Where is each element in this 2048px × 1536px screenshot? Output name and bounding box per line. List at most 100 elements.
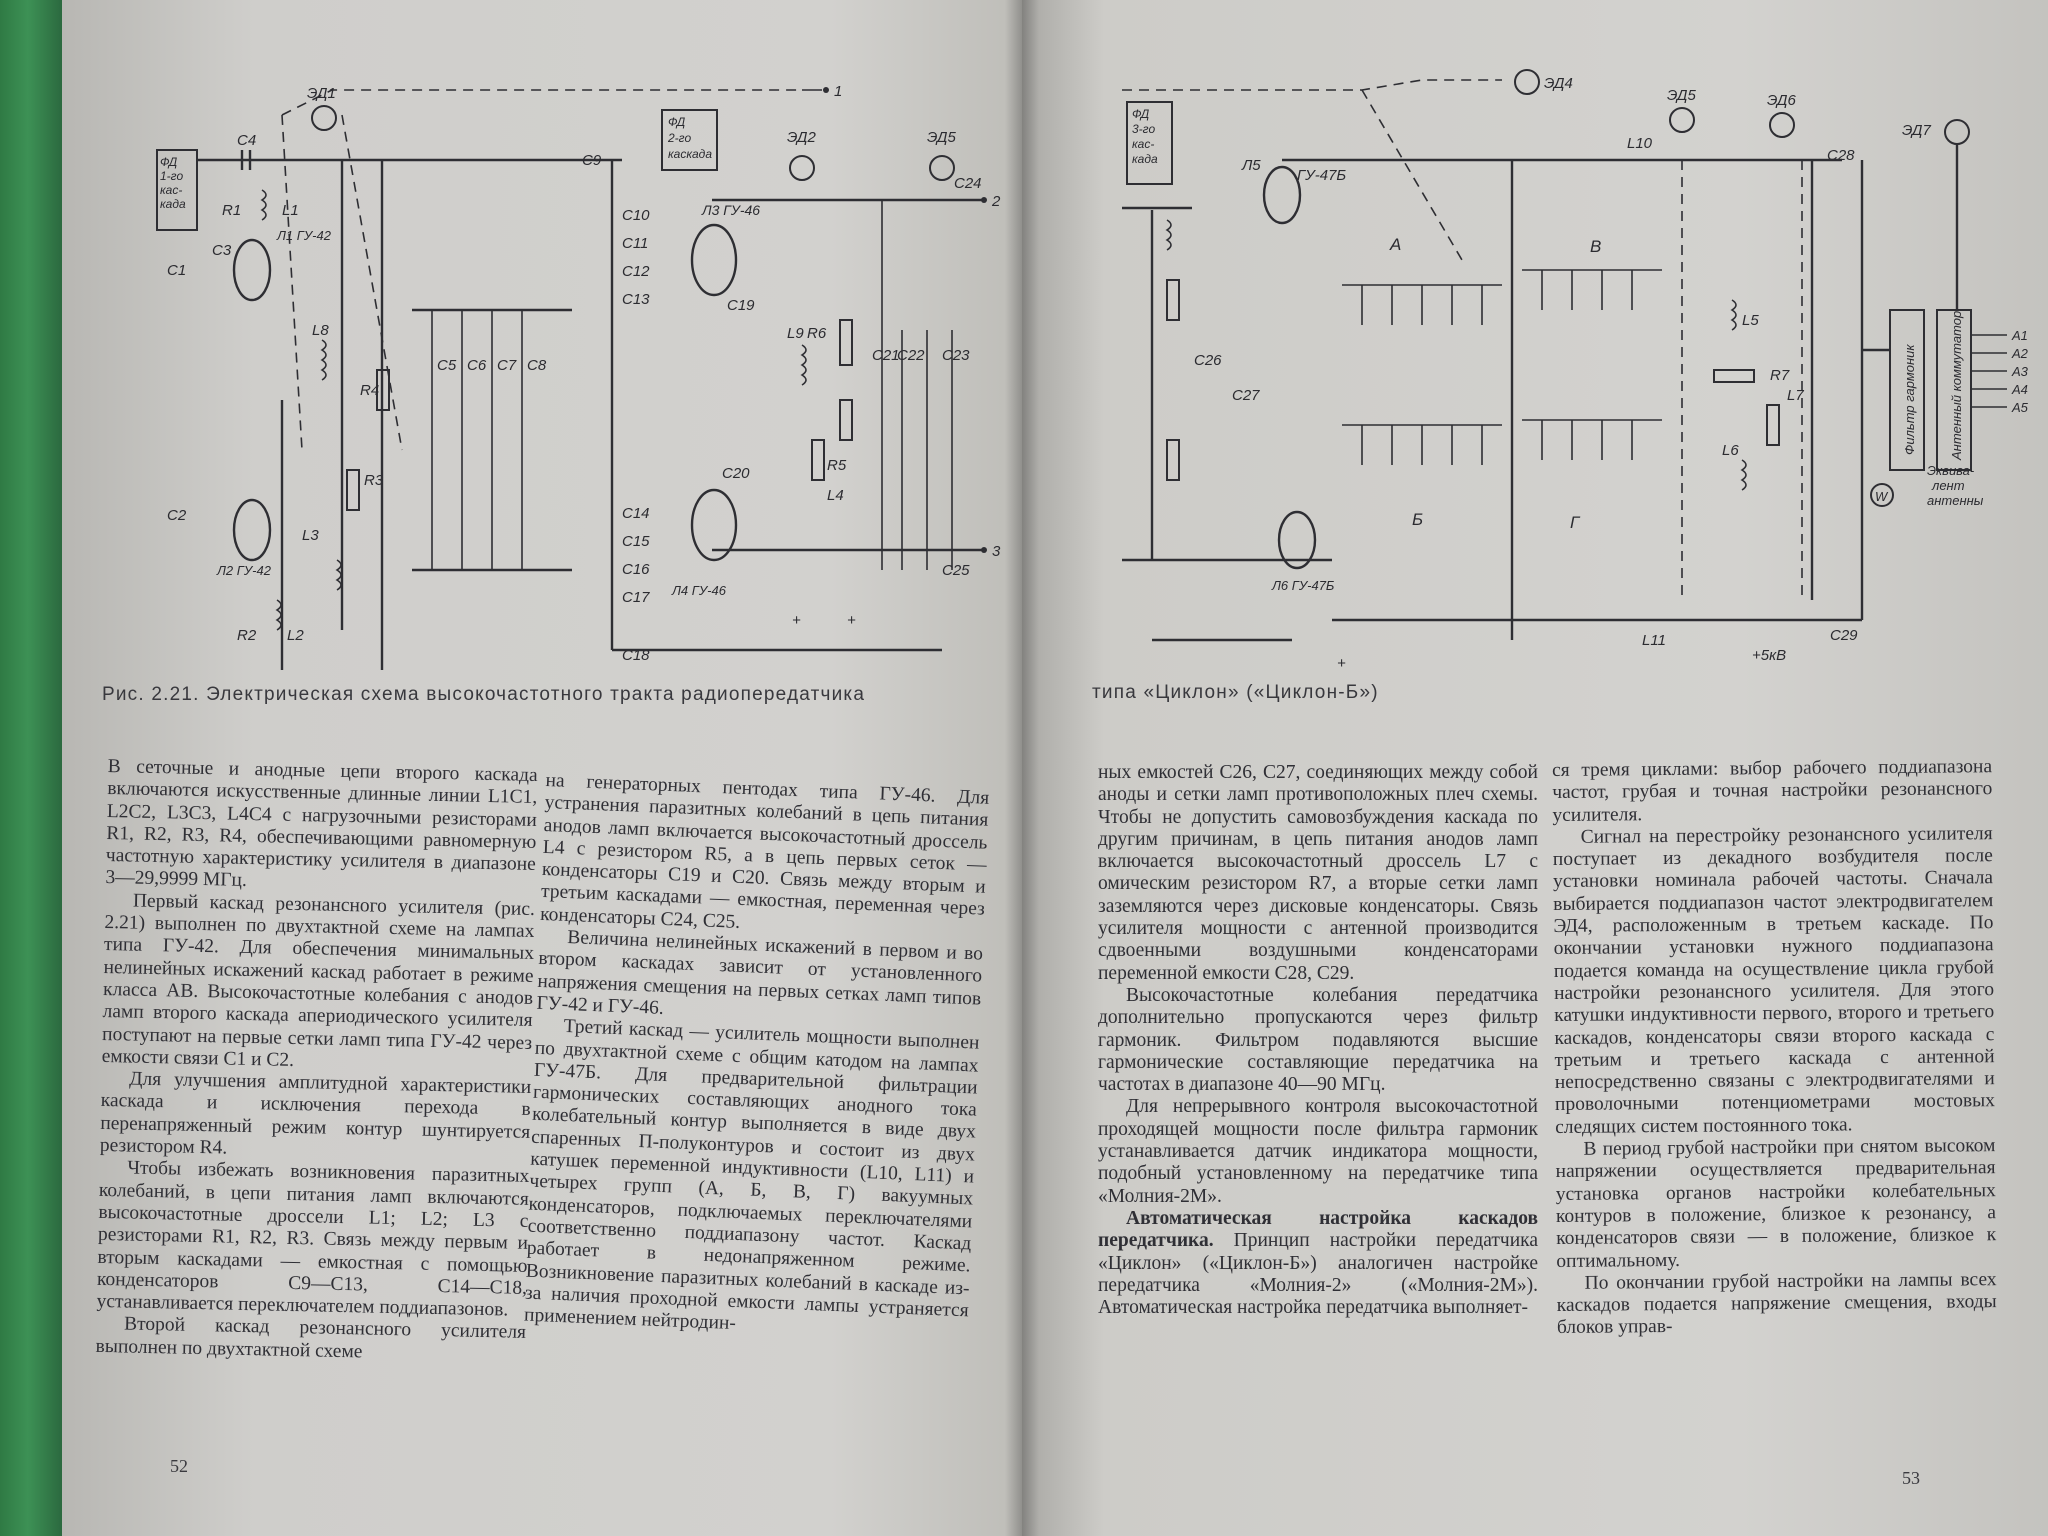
svg-text:Эквива-: Эквива-: [1927, 463, 1975, 478]
svg-text:+5кВ: +5кВ: [1752, 647, 1786, 664]
svg-text:C25: C25: [942, 562, 970, 579]
svg-text:Л1 ГУ-42: Л1 ГУ-42: [276, 228, 332, 243]
svg-text:3: 3: [992, 543, 1001, 560]
svg-text:R6: R6: [807, 325, 827, 342]
svg-text:L2: L2: [287, 627, 304, 644]
svg-text:C13: C13: [622, 291, 650, 308]
svg-text:ЭД2: ЭД2: [787, 129, 816, 146]
svg-text:R2: R2: [237, 627, 257, 644]
svg-text:C5: C5: [437, 357, 457, 374]
svg-text:W: W: [1875, 489, 1889, 504]
figure-caption-right: типа «Циклон» («Циклон-Б»): [1092, 682, 1379, 703]
svg-text:L1: L1: [282, 202, 299, 219]
svg-text:C10: C10: [622, 207, 650, 224]
svg-text:када: када: [1132, 152, 1158, 166]
svg-text:L7: L7: [1787, 387, 1804, 404]
svg-text:L6: L6: [1722, 442, 1739, 459]
svg-text:L8: L8: [312, 322, 329, 339]
svg-text:Л3 ГУ-46: Л3 ГУ-46: [701, 202, 760, 218]
svg-text:C20: C20: [722, 465, 750, 482]
svg-text:Фильтр гармоник: Фильтр гармоник: [1902, 344, 1917, 455]
svg-text:L9: L9: [787, 325, 804, 342]
svg-text:ФД: ФД: [668, 115, 686, 129]
svg-text:C8: C8: [527, 357, 547, 374]
svg-text:L10: L10: [1627, 135, 1653, 152]
svg-text:L4: L4: [827, 487, 844, 504]
svg-text:C14: C14: [622, 505, 650, 522]
svg-text:C19: C19: [727, 297, 755, 314]
left-page-number: 52: [170, 1456, 188, 1476]
svg-text:Л5: Л5: [1241, 157, 1261, 174]
svg-text:R5: R5: [827, 457, 847, 474]
svg-text:C11: C11: [622, 235, 648, 252]
svg-text:R3: R3: [364, 472, 384, 489]
right-schematic: ЭД4 ЭД5 L10 ЭД6 C28 ЭД7 ФД 3-го кас- кад…: [1122, 69, 2029, 672]
right-page-number: 53: [1902, 1468, 1920, 1488]
svg-text:C15: C15: [622, 533, 650, 550]
svg-text:A3: A3: [2011, 364, 2029, 379]
svg-text:2: 2: [991, 193, 1001, 210]
svg-text:A4: A4: [2011, 382, 2028, 397]
svg-text:L11: L11: [1642, 632, 1666, 649]
svg-text:Б: Б: [1412, 510, 1423, 529]
svg-text:+: +: [1337, 655, 1346, 672]
svg-text:C6: C6: [467, 357, 487, 374]
svg-text:A2: A2: [2011, 346, 2029, 361]
svg-text:Антенный коммутатор: Антенный коммутатор: [1949, 311, 1964, 461]
svg-text:C24: C24: [954, 175, 982, 192]
svg-text:R4: R4: [360, 382, 379, 399]
svg-text:В: В: [1590, 237, 1601, 256]
left-page: 1 ЭД1 ФД 1-го кас- када C4 Л1 ГУ-42 R1 L…: [62, 0, 1022, 1536]
figure-caption-left: Рис. 2.21. Электрическая схема высокочас…: [102, 684, 866, 705]
svg-text:ГУ-47Б: ГУ-47Б: [1297, 167, 1346, 184]
svg-text:А: А: [1389, 235, 1401, 254]
svg-text:ЭД6: ЭД6: [1767, 92, 1796, 109]
svg-text:ЭД7: ЭД7: [1902, 122, 1931, 139]
svg-text:+: +: [792, 612, 801, 629]
right-column-1: ных емкостей С26, С27, соединяющих между…: [1098, 762, 1538, 1319]
svg-text:3-го: 3-го: [1132, 122, 1155, 136]
svg-text:C26: C26: [1194, 352, 1222, 369]
left-column-2: на генераторных пентодах типа ГУ-46. Для…: [523, 770, 990, 1335]
svg-text:Л2 ГУ-42: Л2 ГУ-42: [216, 563, 272, 578]
svg-text:C3: C3: [212, 242, 232, 259]
svg-text:Л4 ГУ-46: Л4 ГУ-46: [671, 583, 727, 598]
svg-text:C16: C16: [622, 561, 650, 578]
svg-text:C29: C29: [1830, 627, 1858, 644]
left-column-1: В сеточные и анодные цепи второго каскад…: [95, 756, 538, 1363]
section-heading: Автоматическая настройка каскадов переда…: [1098, 1207, 1538, 1252]
svg-text:када: када: [160, 197, 186, 211]
svg-text:каскада: каскада: [668, 147, 712, 161]
svg-text:C2: C2: [167, 507, 187, 524]
book-cover-edge: [0, 0, 70, 1536]
svg-text:C12: C12: [622, 263, 650, 280]
right-page: ЭД4 ЭД5 L10 ЭД6 C28 ЭД7 ФД 3-го кас- кад…: [1022, 0, 2048, 1536]
svg-text:C9: C9: [582, 152, 602, 169]
svg-text:L5: L5: [1742, 312, 1759, 329]
svg-text:C4: C4: [237, 132, 256, 149]
svg-text:+: +: [847, 612, 856, 629]
svg-text:Г: Г: [1570, 513, 1581, 532]
svg-text:кас-: кас-: [1132, 137, 1154, 151]
svg-text:лент: лент: [1931, 478, 1965, 493]
svg-text:ЭД1: ЭД1: [307, 85, 336, 102]
svg-text:1: 1: [834, 83, 842, 100]
svg-text:C21: C21: [872, 347, 900, 364]
svg-text:кас-: кас-: [160, 183, 182, 197]
svg-text:C27: C27: [1232, 387, 1260, 404]
svg-text:C17: C17: [622, 589, 650, 606]
svg-text:L3: L3: [302, 527, 319, 544]
svg-text:ЭД5: ЭД5: [927, 129, 956, 146]
svg-text:антенны: антенны: [1927, 493, 1984, 508]
svg-text:R1: R1: [222, 202, 241, 219]
svg-text:1-го: 1-го: [160, 169, 183, 183]
svg-text:ФД: ФД: [160, 155, 178, 169]
svg-text:C7: C7: [497, 357, 517, 374]
svg-text:ФД: ФД: [1132, 107, 1150, 121]
svg-text:ЭД5: ЭД5: [1667, 87, 1696, 104]
left-schematic: 1 ЭД1 ФД 1-го кас- када C4 Л1 ГУ-42 R1 L…: [156, 83, 1001, 670]
svg-text:C23: C23: [942, 347, 970, 364]
svg-text:2-го: 2-го: [667, 131, 691, 145]
book-gutter: [1005, 0, 1039, 1536]
svg-text:A5: A5: [2011, 400, 2029, 415]
